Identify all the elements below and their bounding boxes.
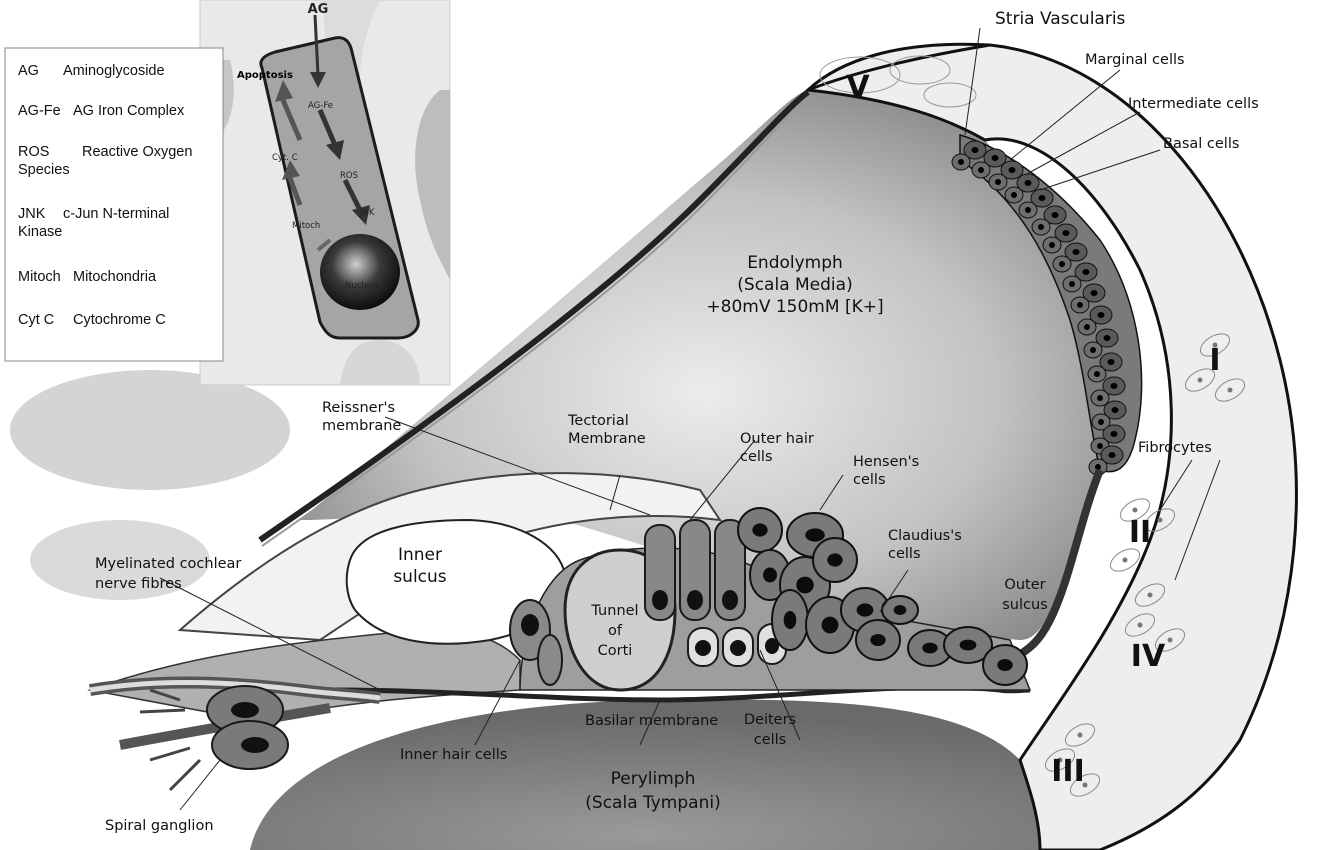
label-claudius-cells: cells [888, 546, 921, 562]
legend-text: Aminoglycoside [63, 63, 165, 79]
label-endolymph: (Scala Media) [737, 275, 852, 295]
legend-text: AG Iron Complex [73, 103, 185, 119]
label-fibrocytes: Fibrocytes [1138, 440, 1212, 456]
roman-i: I [1209, 343, 1220, 378]
roman-v: V [846, 70, 870, 105]
inset-nucleus: Nucleus [345, 281, 379, 291]
label-reissners-membrane: membrane [322, 418, 401, 434]
label-hensens-cells: cells [853, 472, 886, 488]
label-claudius-cells: Claudius's [888, 528, 962, 544]
legend-abbr: ROS [18, 144, 49, 160]
inset-mitoch: Mitoch [292, 221, 320, 231]
label-tunnel-of-corti: Corti [598, 643, 633, 659]
legend-text-cont: Kinase [18, 224, 62, 240]
label-tectorial-membrane: Tectorial [567, 413, 629, 429]
label-perilymph: (Scala Tympani) [585, 793, 720, 813]
apoptosis-inset [200, 0, 450, 385]
outer-hair-cells [645, 520, 745, 620]
label-basilar-membrane: Basilar membrane [585, 713, 718, 729]
legend-abbr: AG [18, 63, 39, 79]
label-stria-vascularis: Stria Vascularis [995, 9, 1126, 29]
legend-abbr: JNK [18, 206, 46, 222]
legend-text: Cytochrome C [73, 312, 166, 328]
label-endolymph: +80mV 150mM [K+] [706, 297, 883, 317]
bg-shadow [10, 370, 290, 490]
label-myelinated-nerve-fibres: nerve fibres [95, 576, 182, 592]
label-basal-cells: Basal cells [1163, 136, 1239, 152]
legend-text: Mitochondria [73, 269, 157, 285]
label-marginal-cells: Marginal cells [1085, 52, 1185, 68]
legend-abbr: Cyt C [18, 312, 54, 328]
inset-ag-fe: AG-Fe [308, 101, 333, 111]
legend-text: Reactive Oxygen [82, 144, 192, 160]
label-tectorial-membrane: Membrane [568, 431, 646, 447]
label-deiters-cells: cells [754, 732, 787, 748]
label-spiral-ganglion: Spiral ganglion [105, 818, 214, 834]
roman-iv: IV [1131, 639, 1166, 674]
label-hensens-cells: Hensen's [853, 454, 919, 470]
inset-apoptosis: Apoptosis [237, 70, 293, 81]
legend-text: c-Jun N-terminal [63, 206, 169, 222]
label-reissners-membrane: Reissner's [322, 400, 395, 416]
inset-jnk: JNK [359, 208, 375, 218]
label-intermediate-cells: Intermediate cells [1128, 96, 1259, 112]
label-inner-hair-cells: Inner hair cells [400, 747, 507, 763]
roman-iii: III [1051, 754, 1085, 789]
label-inner-sulcus: Inner [398, 545, 442, 565]
deiters-cells [688, 624, 786, 666]
label-tunnel-of-corti: Tunnel [590, 603, 638, 619]
legend-abbr: Mitoch [18, 269, 61, 285]
label-deiters-cells: Deiters [744, 712, 796, 728]
label-outer-sulcus: sulcus [1002, 597, 1048, 613]
label-outer-hair-cells: cells [740, 449, 773, 465]
label-endolymph: Endolymph [747, 253, 843, 273]
inset-ag: AG [308, 2, 329, 17]
inset-ros: ROS [340, 171, 358, 181]
inset-cyt-c: Cyt. C [272, 153, 298, 163]
legend-abbr: AG-Fe [18, 103, 61, 119]
label-perilymph: Perylimph [611, 769, 696, 789]
label-outer-hair-cells: Outer hair [740, 431, 814, 447]
label-outer-sulcus: Outer [1004, 577, 1045, 593]
label-inner-sulcus: sulcus [393, 567, 446, 587]
roman-ii: II [1129, 515, 1151, 550]
label-tunnel-of-corti: of [608, 623, 623, 639]
legend-text-cont: Species [18, 162, 70, 178]
label-myelinated-nerve-fibres: Myelinated cochlear [95, 556, 241, 572]
